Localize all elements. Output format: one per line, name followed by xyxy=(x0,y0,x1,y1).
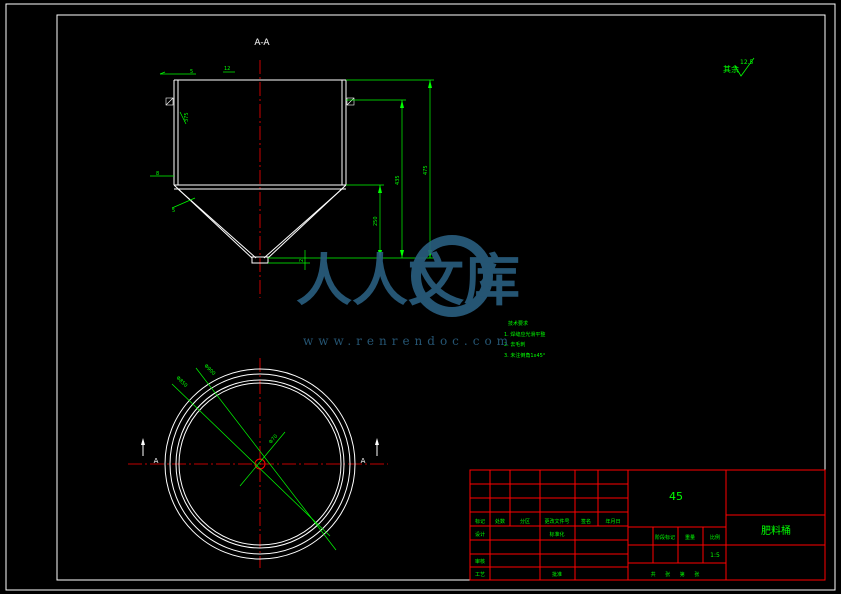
dim-cone-left: 5 xyxy=(172,208,175,214)
plan-circles xyxy=(164,368,356,560)
stage-label: 阶段标记 xyxy=(655,534,675,541)
dim-dia-inner: Φ850 xyxy=(175,375,189,389)
tech-notes: 技术要求 1. 焊缝应光滑平整 2. 去毛刺 3. 未注倒角1x45° xyxy=(504,320,546,359)
inner-frame xyxy=(56,14,826,581)
dim-outlet: 2 xyxy=(299,259,305,262)
section-label: A-A xyxy=(254,38,270,48)
outer-frame xyxy=(5,3,836,591)
header-label-5: 年月日 xyxy=(605,518,620,525)
surface-finish-prefix: 其余 xyxy=(723,64,739,74)
surface-finish-value: 12.5 xyxy=(740,59,754,66)
standardize-label: 标准化 xyxy=(549,531,564,538)
dim-dia-center: Φ70 xyxy=(268,434,279,446)
plan-view: Φ900 Φ850 Φ70 A A xyxy=(128,358,388,568)
review-label: 审核 xyxy=(475,558,485,565)
watermark-cn: 人人文库 xyxy=(296,249,520,314)
weight-label: 重量 xyxy=(685,534,695,541)
wall-hatching xyxy=(165,97,355,106)
watermark: 人人文库 www.renrendoc.com xyxy=(296,235,520,348)
section-mark-right: A xyxy=(361,457,366,465)
dim-top-note: 12 xyxy=(224,66,230,72)
tech-note-3: 3. 未注倒角1x45° xyxy=(504,352,546,359)
dim-top-wall: 5 xyxy=(190,69,193,75)
tech-notes-title: 技术要求 xyxy=(508,320,528,327)
header-label-2: 分区 xyxy=(520,518,530,525)
title-block: 45 肥料桶 1:5 标记 处数 分区 更改文件号 签名 年月日 设计 标准化 … xyxy=(469,469,826,581)
part-name: 肥料桶 xyxy=(761,524,791,537)
section-mark-left: A xyxy=(154,457,159,465)
dim-dia-outer: Φ900 xyxy=(203,363,217,377)
dim-wall-height: 375 xyxy=(184,112,190,122)
section-view: 5 12 375 8 5 250 435 475 2 xyxy=(150,60,434,298)
dim-475: 475 xyxy=(423,165,429,175)
title-block-grid xyxy=(469,469,826,581)
header-label-1: 处数 xyxy=(495,518,505,525)
material-value: 45 xyxy=(669,490,683,503)
watermark-url: www.renrendoc.com xyxy=(303,334,513,348)
dim-435: 435 xyxy=(395,175,401,185)
approve-label: 批准 xyxy=(552,571,562,578)
surface-finish-symbol: 其余 12.5 xyxy=(723,57,755,77)
scale-value: 1:5 xyxy=(710,552,720,559)
watermark-logo-ring xyxy=(411,235,493,317)
header-label-3: 更改文件号 xyxy=(544,518,569,525)
tech-note-2: 2. 去毛刺 xyxy=(504,341,525,348)
process-label: 工艺 xyxy=(475,572,485,578)
hopper-outline xyxy=(173,79,347,264)
diameter-leaders xyxy=(171,367,337,551)
section-arrowheads xyxy=(141,438,379,445)
design-label: 设计 xyxy=(475,531,485,538)
dimension-lines xyxy=(150,71,434,270)
header-label-0: 标记 xyxy=(475,518,485,525)
dim-250: 250 xyxy=(373,216,379,226)
scale-label: 比例 xyxy=(710,534,720,541)
dim-bottom-left: 8 xyxy=(156,171,159,177)
tech-note-1: 1. 焊缝应光滑平整 xyxy=(504,331,545,338)
sheets-label: 共 张 第 张 xyxy=(651,571,704,578)
header-label-4: 签名 xyxy=(581,518,591,525)
